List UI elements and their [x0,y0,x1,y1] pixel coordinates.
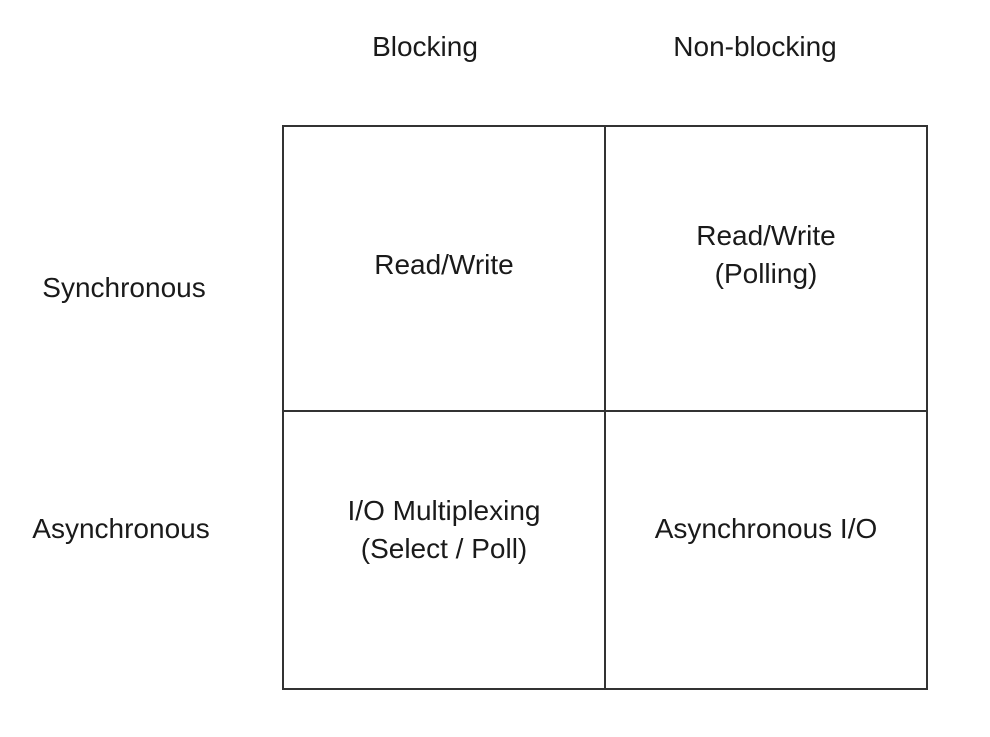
grid-horizontal-divider [282,410,928,412]
cell-async-blocking-line1: I/O Multiplexing [347,495,541,526]
column-header-blocking: Blocking [372,31,478,62]
cell-sync-nonblocking-line1: Read/Write [696,219,836,251]
cell-sync-nonblocking: Read/Write (Polling) [606,127,926,410]
column-header-non-blocking: Non-blocking [673,31,837,62]
cell-sync-blocking: Read/Write [284,127,604,410]
cell-async-blocking-line2: (Select / Poll) [360,533,528,564]
grid-vertical-divider [604,125,606,690]
cell-async-blocking: I/O Multiplexing (Select / Poll) [284,412,604,688]
cell-async-nonblocking-text: Asynchronous I/O [654,513,878,544]
row-header-asynchronous: Asynchronous [32,513,210,544]
cell-sync-nonblocking-line2: (Polling) [714,257,818,289]
cell-async-nonblocking: Asynchronous I/O [606,412,926,688]
row-header-synchronous: Synchronous [42,272,206,303]
cell-sync-blocking-text: Read/Write [374,248,514,280]
